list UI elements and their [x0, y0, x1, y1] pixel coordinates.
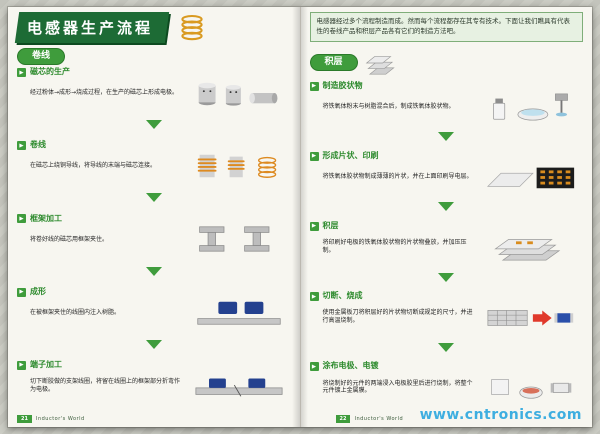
- section-header-lamination: 积层: [309, 47, 584, 79]
- step-description: 将烧制好的元件的两端浸入电极胶里后进行烧制，将整个元件镀上金属膜。: [322, 379, 473, 395]
- section-header-winding: 卷线: [17, 48, 291, 65]
- step-sheet-printing: 形成片状、印刷 将铁氧体胶状物制成薄薄的片状，并在上面印刷导电层。: [309, 150, 584, 192]
- step-stacking: 积层 将印刷好电极的铁氧体胶状物的片状物叠放，并加压压制。: [309, 221, 584, 262]
- stacked-sheets-icon: [365, 55, 395, 75]
- down-arrow-icon: [438, 272, 455, 282]
- winding-steps: 磁芯的生产 经过粉体→成形→烧成过程，在生产的磁芯上形成电极。: [17, 67, 291, 423]
- terminal-illustration: [187, 371, 291, 401]
- right-page: 电感器经过多个流程制造而成。然而每个流程都存在其专有技术。下面让我们瞧具有代表性…: [301, 7, 593, 427]
- step-marker-icon: [17, 68, 26, 77]
- step-molding: 成形 在被框架夹住的线圈内注入树脂。: [17, 286, 291, 328]
- frame-illustration: [187, 224, 291, 254]
- page-title-text: 电感器生产流程: [27, 19, 154, 37]
- step-title: 磁芯的生产: [30, 67, 70, 77]
- step-title: 端子加工: [30, 359, 62, 369]
- step-marker-icon: [17, 360, 26, 370]
- wound-core-illustration: [187, 151, 291, 181]
- step-description: 将铁氧体胶状物制成薄薄的片状，并在上面印刷导电层。: [322, 172, 473, 180]
- section-label-winding: 卷线: [17, 48, 66, 65]
- footer-right: 22 Inductor's World: [310, 414, 584, 423]
- watermark: www.cntronics.com: [419, 407, 582, 423]
- step-description: 将铁氧体粉末与树脂混合后，制成铁氧体胶状物。: [322, 102, 455, 110]
- book-spread: 电感器生产流程 卷线 磁芯的生产 经过粉体→成形→烧成过程，在生产的磁芯上形成电…: [8, 7, 592, 427]
- step-title: 切断、烧成: [322, 291, 363, 301]
- step-marker-icon: [309, 292, 319, 302]
- step-description: 将印刷好电极的铁氧体胶状物的片状物叠放，并加压压制。: [322, 239, 467, 254]
- step-marker-icon: [309, 81, 319, 91]
- step-marker-icon: [17, 287, 26, 297]
- down-arrow-icon: [438, 342, 455, 352]
- core-cylinders-illustration: [187, 78, 291, 108]
- step-description: 将卷好线的磁芯用框架夹住。: [30, 235, 109, 243]
- step-terminal-processing: 端子加工 切下断胶做的支架线圈，将留在线圈上的框架部分折弯作为电极。: [17, 359, 291, 401]
- step-title: 积层: [322, 221, 339, 231]
- page-number: 21: [17, 414, 32, 423]
- plating-illustration: [479, 372, 583, 402]
- step-description: 经过粉体→成形→烧成过程，在生产的磁芯上形成电极。: [30, 89, 179, 97]
- step-marker-icon: [309, 221, 319, 231]
- step-marker-icon: [17, 141, 26, 151]
- down-arrow-icon: [145, 193, 162, 203]
- step-core-production: 磁芯的生产 经过粉体→成形→烧成过程，在生产的磁芯上形成电极。: [17, 67, 291, 108]
- step-description: 切下断胶做的支架线圈，将留在线圈上的框架部分折弯作为电极。: [30, 378, 181, 393]
- step-title: 形成片状、印刷: [322, 150, 379, 160]
- down-arrow-icon: [438, 132, 455, 142]
- footer-left: 21 Inductor's World: [17, 414, 291, 423]
- stacking-illustration: [479, 232, 583, 262]
- lamination-steps: 制造胶状物 将铁氧体粉末与树脂混合后，制成铁氧体胶状物。 形成片状、印刷: [309, 80, 584, 424]
- step-electrode-plating: 涂布电极、电镀 将烧制好的元件的两端浸入电极胶里后进行烧制，将整个元件镀上金属膜…: [309, 361, 584, 402]
- header-row: 电感器生产流程: [14, 12, 291, 44]
- step-title: 框架加工: [30, 213, 62, 223]
- page-title: 电感器生产流程: [14, 12, 170, 43]
- step-marker-icon: [309, 151, 319, 161]
- step-cutting-firing: 切断、烧成 使用金属板刀将积层好的片状物切断成规定的尺寸，并进行高温烧制。: [309, 291, 584, 332]
- section-label-lamination: 积层: [309, 54, 358, 71]
- intro-text: 电感器经过多个流程制造而成。然而每个流程都存在其专有技术。下面让我们瞧具有代表性…: [309, 12, 583, 42]
- down-arrow-icon: [438, 202, 455, 212]
- cutting-firing-illustration: [479, 302, 583, 332]
- step-description: 使用金属板刀将积层好的片状物切断成规定的尺寸，并进行高温烧制。: [322, 309, 473, 325]
- step-marker-icon: [309, 362, 319, 372]
- sheet-printing-illustration: [479, 162, 583, 192]
- molded-coil-illustration: [187, 298, 291, 328]
- page-number: 22: [335, 414, 351, 423]
- step-paste-making: 制造胶状物 将铁氧体粉末与树脂混合后，制成铁氧体胶状物。: [309, 80, 584, 122]
- paste-mixing-illustration: [479, 92, 583, 122]
- step-description: 在磁芯上绕铜导线，将导线的末端与磁芯连接。: [30, 162, 157, 170]
- down-arrow-icon: [145, 120, 162, 130]
- down-arrow-icon: [145, 266, 162, 276]
- step-marker-icon: [17, 214, 26, 224]
- step-title: 成形: [30, 286, 46, 296]
- gold-coil-icon: [181, 14, 203, 41]
- step-title: 制造胶状物: [322, 80, 363, 90]
- step-title: 卷线: [30, 140, 46, 150]
- down-arrow-icon: [145, 339, 162, 349]
- step-title: 涂布电极、电镀: [322, 361, 379, 371]
- brand-text: Inductor's World: [354, 415, 404, 422]
- left-page: 电感器生产流程 卷线 磁芯的生产 经过粉体→成形→烧成过程，在生产的磁芯上形成电…: [8, 7, 301, 427]
- brand-text: Inductor's World: [35, 415, 85, 422]
- step-winding: 卷线 在磁芯上绕铜导线，将导线的末端与磁芯连接。: [17, 141, 291, 181]
- step-description: 在被框架夹住的线圈内注入树脂。: [30, 308, 121, 316]
- step-frame-processing: 框架加工 将卷好线的磁芯用框架夹住。: [17, 214, 291, 254]
